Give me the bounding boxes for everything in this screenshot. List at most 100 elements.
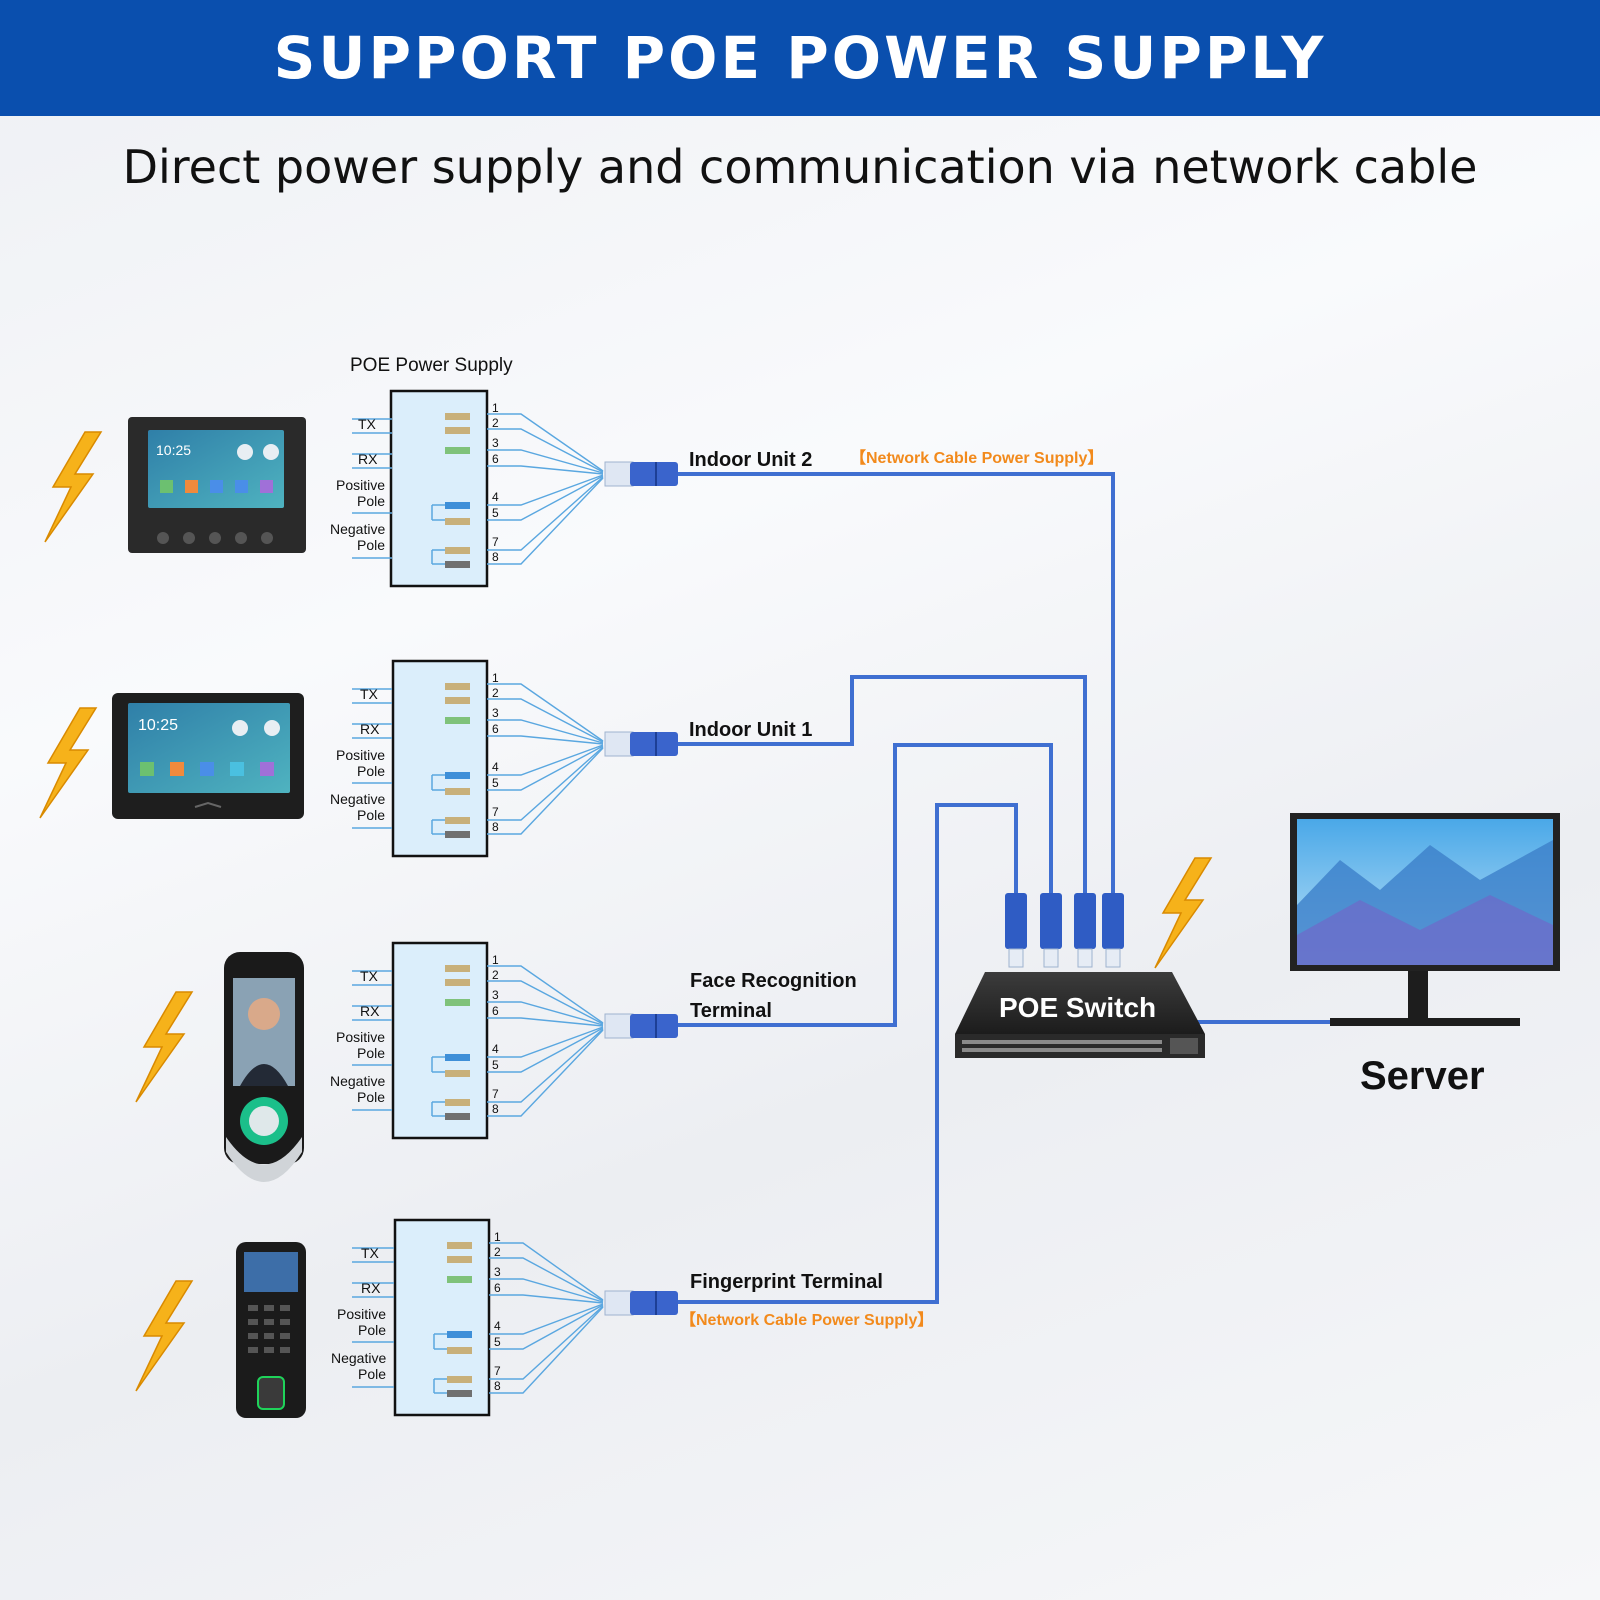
- pin-labels: TX RX Positive Pole Negative Pole: [330, 416, 385, 553]
- svg-text:RX: RX: [358, 451, 378, 467]
- fan-wires: [487, 683, 604, 835]
- svg-text:1: 1: [492, 953, 499, 967]
- indoor-unit-2-device: 10:25: [128, 417, 306, 553]
- cable-fingerprint: [676, 803, 1018, 1304]
- svg-text:Negative: Negative: [330, 521, 385, 537]
- cable-face-recognition: [676, 743, 1053, 1027]
- svg-text:RX: RX: [360, 1003, 380, 1019]
- device-name: Indoor Unit 1: [689, 719, 812, 741]
- indoor-unit-1-device: 10:25: [112, 693, 304, 819]
- svg-text:8: 8: [494, 1379, 501, 1393]
- svg-text:3: 3: [492, 988, 499, 1002]
- svg-text:1: 1: [492, 401, 499, 415]
- rj45-connector-icon: [604, 1290, 678, 1316]
- svg-text:4: 4: [492, 490, 499, 504]
- svg-text:Positive: Positive: [337, 1306, 386, 1322]
- row-face-recognition: TX RX Positive Pole Negative Pole 1 2 3 …: [135, 941, 857, 1182]
- page-title: SUPPORT POE POWER SUPPLY: [273, 24, 1327, 92]
- svg-text:3: 3: [492, 436, 499, 450]
- pin-numbers: 1 2 3 6 4 5 7 8: [492, 953, 499, 1116]
- svg-text:Pole: Pole: [357, 1045, 385, 1061]
- screen-time: 10:25: [138, 717, 178, 734]
- face-terminal-device: [224, 952, 304, 1182]
- pin-block: [352, 941, 489, 1140]
- svg-text:Positive: Positive: [336, 477, 385, 493]
- rj45-connector-icon: [604, 731, 678, 757]
- lightning-bolt-icon: [44, 431, 102, 543]
- svg-text:Pole: Pole: [358, 1366, 386, 1382]
- svg-text:Positive: Positive: [336, 747, 385, 763]
- svg-text:1: 1: [492, 671, 499, 685]
- svg-text:TX: TX: [358, 416, 377, 432]
- page-subtitle: Direct power supply and communication vi…: [122, 140, 1478, 194]
- cable-indoor-unit-2: [676, 472, 1115, 895]
- lightning-bolt-icon: [39, 707, 97, 819]
- svg-text:8: 8: [492, 820, 499, 834]
- svg-text:6: 6: [494, 1281, 501, 1295]
- lightning-bolt-icon: [135, 1280, 193, 1392]
- rj45-connector-icon: [1102, 893, 1124, 968]
- svg-text:6: 6: [492, 722, 499, 736]
- svg-text:4: 4: [492, 760, 499, 774]
- svg-text:Pole: Pole: [357, 763, 385, 779]
- svg-text:Pole: Pole: [357, 1089, 385, 1105]
- header-banner: SUPPORT POE POWER SUPPLY: [0, 0, 1600, 116]
- svg-text:7: 7: [494, 1364, 501, 1378]
- svg-text:TX: TX: [361, 1245, 380, 1261]
- svg-text:2: 2: [492, 416, 499, 430]
- pin-numbers: 1 2 3 6 4 5 7 8: [492, 671, 499, 834]
- svg-text:Negative: Negative: [331, 1350, 386, 1366]
- rj45-connector-icon: [604, 1013, 678, 1039]
- lightning-bolt-icon: [135, 991, 193, 1103]
- device-name: Fingerprint Terminal: [690, 1271, 883, 1293]
- svg-text:4: 4: [494, 1319, 501, 1333]
- fan-wires: [487, 413, 604, 565]
- device-name-line2: Terminal: [690, 1000, 772, 1022]
- cable-power-note: 【Network Cable Power Supply】: [680, 1311, 933, 1329]
- svg-text:5: 5: [492, 776, 499, 790]
- svg-text:TX: TX: [360, 686, 379, 702]
- svg-text:RX: RX: [360, 721, 380, 737]
- row-indoor-unit-2: 10:25 TX: [44, 389, 1103, 588]
- svg-text:5: 5: [492, 506, 499, 520]
- svg-text:2: 2: [492, 968, 499, 982]
- svg-text:TX: TX: [360, 968, 379, 984]
- row-fingerprint: TX RX Positive Pole Negative Pole 1 2 3 …: [135, 1218, 933, 1418]
- svg-text:Negative: Negative: [330, 791, 385, 807]
- pin-numbers: 1 2 3 6 4 5 7 8: [494, 1230, 501, 1393]
- svg-text:6: 6: [492, 452, 499, 466]
- pin-block: [352, 389, 489, 588]
- svg-text:5: 5: [494, 1335, 501, 1349]
- svg-text:Pole: Pole: [358, 1322, 386, 1338]
- pin-labels: TX RX Positive Pole Negative Pole: [331, 1245, 386, 1382]
- svg-text:3: 3: [494, 1265, 501, 1279]
- server-monitor: [1290, 813, 1560, 1026]
- cable-power-note: 【Network Cable Power Supply】: [850, 449, 1103, 467]
- svg-text:Negative: Negative: [330, 1073, 385, 1089]
- svg-text:2: 2: [492, 686, 499, 700]
- device-name-line1: Face Recognition: [690, 970, 857, 992]
- screen-time: 10:25: [156, 442, 191, 458]
- network-cables: [676, 472, 1330, 1304]
- row-indoor-unit-1: 10:25 TX RX Pos: [39, 659, 812, 858]
- switch-label: POE Switch: [999, 992, 1156, 1023]
- svg-text:6: 6: [492, 1004, 499, 1018]
- svg-text:7: 7: [492, 535, 499, 549]
- pin-labels: TX RX Positive Pole Negative Pole: [330, 686, 385, 823]
- svg-text:8: 8: [492, 550, 499, 564]
- rj45-connector-icon: [604, 461, 678, 487]
- svg-text:7: 7: [492, 1087, 499, 1101]
- svg-text:8: 8: [492, 1102, 499, 1116]
- pin-numbers: 1 2 3 6 4 5 7 8: [492, 401, 499, 564]
- svg-text:2: 2: [494, 1245, 501, 1259]
- device-name: Indoor Unit 2: [689, 449, 812, 471]
- svg-text:Pole: Pole: [357, 537, 385, 553]
- fan-wires: [489, 1242, 604, 1394]
- svg-text:Positive: Positive: [336, 1029, 385, 1045]
- svg-text:7: 7: [492, 805, 499, 819]
- pin-labels: TX RX Positive Pole Negative Pole: [330, 968, 385, 1105]
- lightning-bolt-icon: [1154, 857, 1212, 969]
- svg-text:RX: RX: [361, 1280, 381, 1296]
- svg-text:5: 5: [492, 1058, 499, 1072]
